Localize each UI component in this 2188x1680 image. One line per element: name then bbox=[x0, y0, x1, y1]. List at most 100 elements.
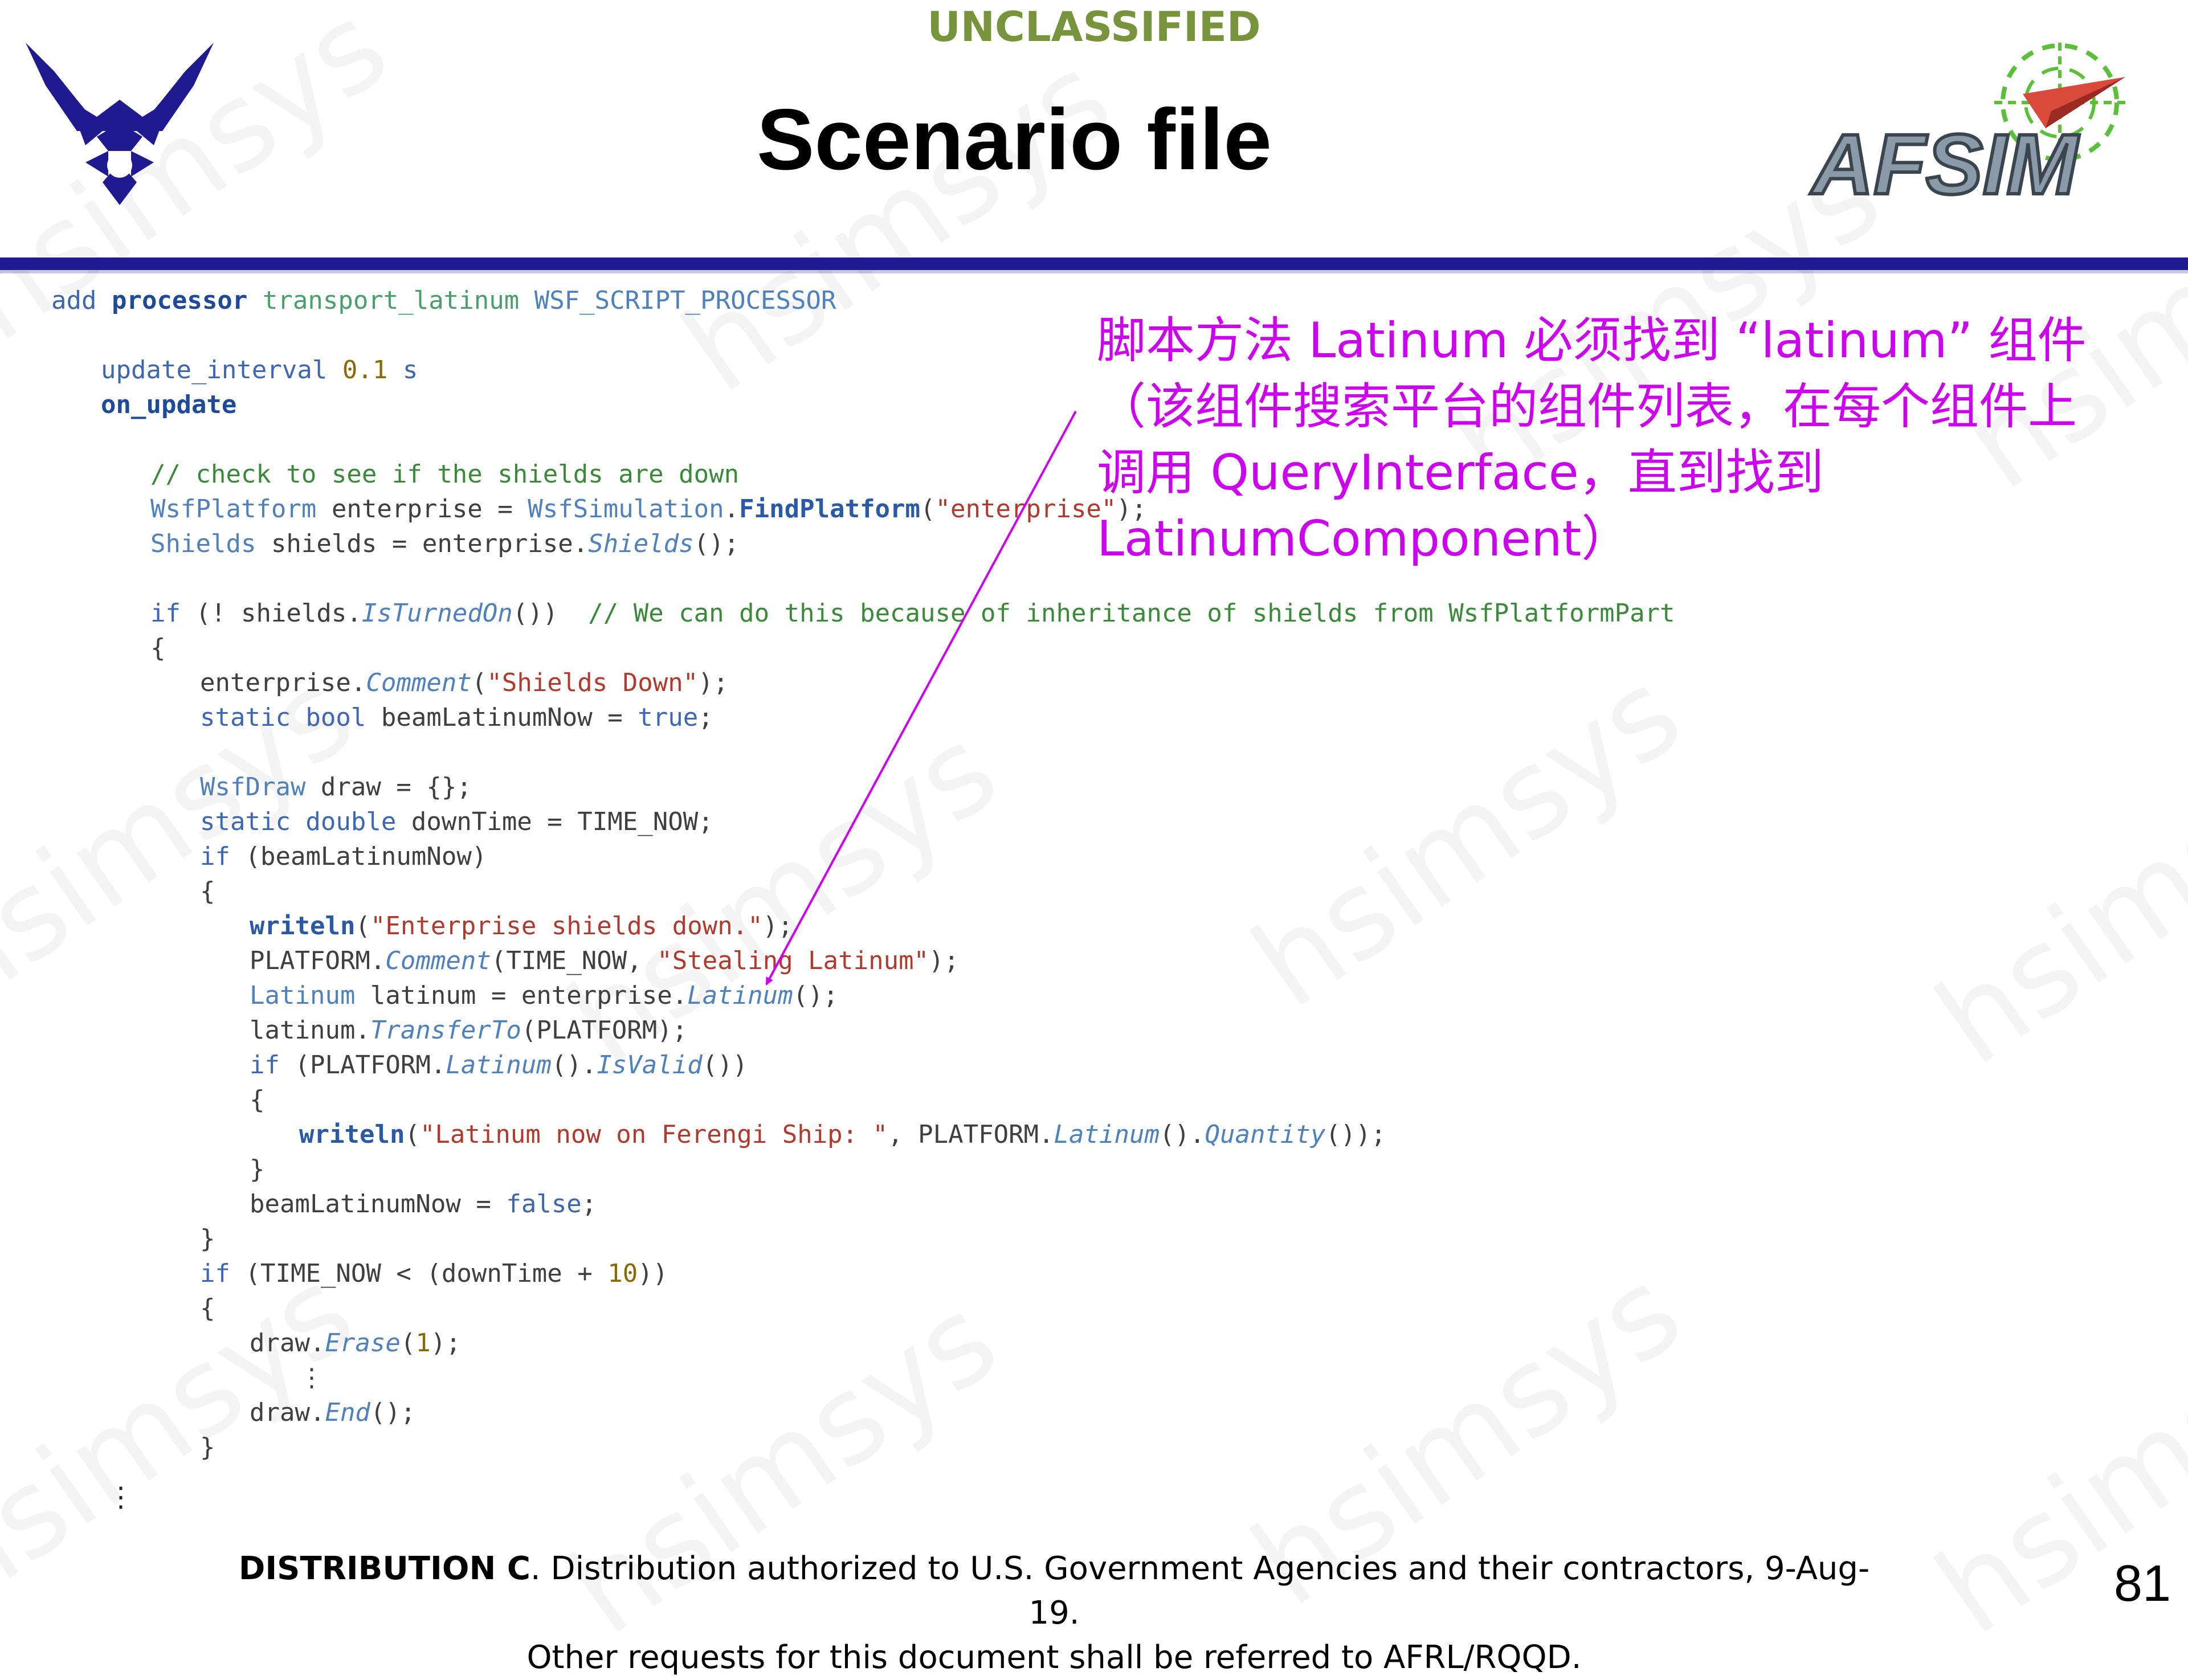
code-token: (); bbox=[693, 529, 740, 558]
code-token: Latinum bbox=[1054, 1120, 1160, 1149]
code-token: Erase bbox=[325, 1329, 401, 1358]
code-token: } bbox=[200, 1433, 215, 1462]
code-token: "Enterprise shields down." bbox=[370, 911, 763, 941]
code-token: (PLATFORM); bbox=[521, 1016, 688, 1045]
code-token: ); bbox=[1116, 494, 1147, 524]
trailing-ellipsis: ⋮ bbox=[107, 1481, 134, 1513]
code-token: static bool bbox=[200, 703, 381, 732]
code-token: { bbox=[250, 1085, 265, 1114]
code-token: (). bbox=[1159, 1120, 1205, 1149]
afsim-logo-text: AFSIM bbox=[1810, 116, 2080, 212]
code-line: } bbox=[250, 1152, 265, 1187]
code-line: writeln("Latinum now on Ferengi Ship: ",… bbox=[299, 1117, 1386, 1152]
code-token: downTime = TIME_NOW; bbox=[411, 807, 713, 836]
code-token: beamLatinumNow = bbox=[381, 703, 638, 732]
code-token: transport_latinum bbox=[262, 286, 534, 315]
code-token: "Shields Down" bbox=[487, 668, 699, 697]
code-token: { bbox=[150, 633, 166, 663]
code-token: WsfSimulation bbox=[528, 494, 724, 524]
code-token: if bbox=[200, 842, 246, 871]
code-line: add processor transport_latinum WSF_SCRI… bbox=[51, 283, 836, 318]
header-divider bbox=[0, 257, 2188, 270]
code-token: Latinum bbox=[250, 981, 370, 1010]
code-line: { bbox=[150, 631, 166, 665]
code-line: } bbox=[200, 1430, 215, 1465]
code-line: static bool beamLatinumNow = true; bbox=[200, 700, 713, 735]
code-token: Shields bbox=[588, 529, 694, 558]
code-token: { bbox=[200, 877, 215, 906]
code-line: if (! shields.IsTurnedOn()) // We can do… bbox=[150, 596, 1675, 631]
code-token: . bbox=[724, 494, 740, 524]
watermark: hsimsys bbox=[1912, 700, 2188, 1092]
code-token: ); bbox=[698, 668, 729, 697]
code-token: (). bbox=[551, 1050, 597, 1080]
code-token: // We can do this because of inheritance… bbox=[588, 599, 1675, 628]
code-token: writeln bbox=[299, 1120, 405, 1149]
code-line: PLATFORM.Comment(TIME_NOW, "Stealing Lat… bbox=[250, 943, 959, 978]
code-token: (! shields. bbox=[195, 599, 362, 628]
code-token: Quantity bbox=[1205, 1120, 1326, 1149]
code-token: ; bbox=[698, 703, 713, 732]
code-token: true bbox=[638, 703, 699, 732]
header-divider-shadow bbox=[0, 270, 2188, 273]
code-token: ()) bbox=[512, 599, 589, 628]
code-token: static double bbox=[200, 807, 411, 836]
code-line: ⋮ bbox=[299, 1360, 324, 1395]
code-line: if (beamLatinumNow) bbox=[200, 839, 487, 874]
code-token: "enterprise" bbox=[935, 494, 1117, 524]
code-line: Shields shields = enterprise.Shields(); bbox=[150, 526, 739, 561]
code-token: End bbox=[325, 1398, 370, 1427]
distribution-line-2: Other requests for this document shall b… bbox=[526, 1639, 1582, 1676]
code-token: Latinum bbox=[687, 981, 793, 1010]
code-token: ( bbox=[400, 1329, 416, 1358]
distribution-text: . Distribution authorized to U.S. Govern… bbox=[530, 1550, 1870, 1632]
code-token: ()) bbox=[702, 1050, 748, 1080]
code-line: WsfDraw draw = {}; bbox=[200, 770, 472, 804]
code-line: beamLatinumNow = false; bbox=[250, 1187, 597, 1221]
code-line: { bbox=[250, 1082, 265, 1117]
code-token: if bbox=[150, 599, 196, 628]
code-token: )) bbox=[638, 1259, 668, 1288]
code-line: static double downTime = TIME_NOW; bbox=[200, 804, 713, 839]
code-token: ( bbox=[405, 1120, 420, 1149]
code-token: Comment bbox=[366, 668, 472, 697]
code-token: (); bbox=[793, 981, 839, 1010]
code-token: , PLATFORM. bbox=[888, 1120, 1054, 1149]
distribution-line-1: DISTRIBUTION C. Distribution authorized … bbox=[217, 1547, 1892, 1636]
code-token: Comment bbox=[385, 946, 491, 975]
code-token: (beamLatinumNow) bbox=[245, 842, 487, 871]
code-token: WsfPlatform bbox=[150, 494, 332, 524]
code-token: enterprise = bbox=[331, 494, 528, 524]
code-token: add bbox=[51, 286, 112, 315]
code-token: ); bbox=[929, 946, 960, 975]
code-token: { bbox=[200, 1294, 215, 1323]
code-line: if (PLATFORM.Latinum().IsValid()) bbox=[250, 1048, 748, 1082]
code-token: ( bbox=[355, 911, 370, 941]
classification-banner: UNCLASSIFIED bbox=[927, 3, 1261, 51]
code-token: ); bbox=[430, 1329, 461, 1358]
code-line: Latinum latinum = enterprise.Latinum(); bbox=[250, 978, 838, 1013]
code-token: Shields bbox=[150, 529, 271, 558]
code-token: ⋮ bbox=[299, 1363, 324, 1392]
code-token: false bbox=[506, 1190, 582, 1219]
code-token: if bbox=[200, 1259, 246, 1288]
code-token: ); bbox=[762, 911, 793, 941]
code-line: WsfPlatform enterprise = WsfSimulation.F… bbox=[150, 492, 1146, 526]
code-token: ( bbox=[471, 668, 487, 697]
code-token: IsTurnedOn bbox=[361, 599, 513, 628]
code-token: IsValid bbox=[597, 1050, 703, 1080]
code-token: draw. bbox=[250, 1398, 325, 1427]
distribution-label: DISTRIBUTION C bbox=[238, 1550, 530, 1587]
code-line: latinum.TransferTo(PLATFORM); bbox=[250, 1013, 687, 1048]
code-token: WsfDraw bbox=[200, 772, 321, 802]
code-line: on_update bbox=[101, 387, 236, 422]
code-token: processor bbox=[111, 286, 263, 315]
page-number: 81 bbox=[2113, 1555, 2171, 1612]
code-token: FindPlatform bbox=[739, 494, 921, 524]
code-token: (TIME_NOW, bbox=[491, 946, 658, 975]
code-token: update_interval bbox=[101, 355, 342, 385]
code-line: } bbox=[200, 1221, 215, 1256]
code-line: draw.Erase(1); bbox=[250, 1326, 461, 1360]
slide-title: Scenario file bbox=[757, 91, 1272, 188]
code-token: } bbox=[250, 1155, 265, 1184]
